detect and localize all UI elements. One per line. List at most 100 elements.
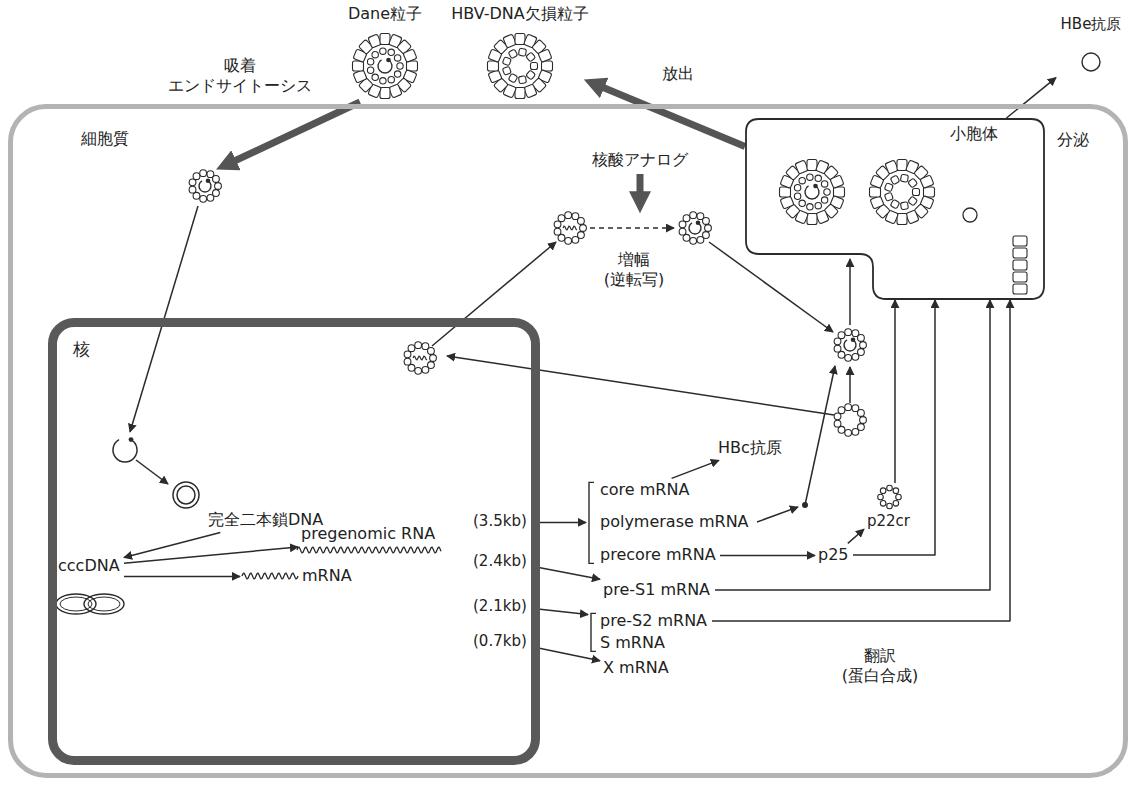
capsid-subunit [852,405,859,412]
capsid-subunit [858,424,865,431]
capsid-subunit [834,338,841,345]
virus-particle: Dane粒子 [335,4,435,102]
capsid-subunit [422,343,429,350]
nucleocapsid [834,329,866,362]
envelope-subunit [515,88,525,99]
er-outline-shape [745,118,1045,300]
envelope-subunit [407,61,418,71]
molecule-label: pregenomic RNA [298,522,440,558]
capsid-subunit [887,485,893,491]
bracket [589,482,594,563]
capsid-subunit [404,351,411,358]
capsid-subunit [397,63,403,69]
capsid-subunit [858,349,865,356]
connector [124,547,298,563]
envelope-subunit [890,175,900,185]
capsid-subunit [896,494,902,500]
connector [712,300,1010,621]
hbs-particle [1013,248,1027,258]
capsid-subunit [193,173,200,180]
envelope-subunit [816,210,829,224]
capsid-subunit [207,194,214,201]
capsid-subunit [858,335,865,342]
envelope-subunit [780,187,791,197]
envelope-subunit [780,196,794,209]
capsid-subunit [852,330,859,337]
node-text: polymerase mRNA [600,512,749,531]
molecule-label: HBc抗原 [715,436,786,460]
polymerase-dot [386,58,391,63]
er-outline-path [746,119,1044,299]
envelope-subunit [908,196,918,206]
relaxed-dna [113,440,137,462]
envelope-subunit [353,61,364,71]
thick-arrow [228,102,360,164]
nucleocapsid [679,212,711,245]
connector [672,460,719,478]
ccc-dna [88,597,120,611]
capsid-subunit [860,417,867,424]
capsid-subunit [893,501,899,507]
node-text: core mRNA [600,480,689,499]
envelope-subunit [897,214,907,225]
capsid-subunit [408,345,415,352]
capsid-subunit [580,225,587,232]
envelope-subunit [834,187,845,197]
nucleocapsid [404,342,436,375]
molecule-label: mRNA [240,564,356,588]
molecule-label: pre-S2 mRNA [588,609,712,633]
capsid-subunit [394,71,400,77]
envelope-subunit [368,34,381,48]
capsid-subunit [880,501,886,507]
molecule-label: (2.1kb) [470,594,531,616]
nucleocapsid [554,212,586,245]
hbs-particle [1013,284,1027,294]
capsid-subunit [415,367,422,374]
envelope-subunit [502,57,511,66]
node-text: 細胞質 [81,129,129,148]
hbs-particle [1013,236,1027,246]
capsid-subunit [430,355,437,362]
annotation-box: 核酸アナログ [592,150,688,170]
thin-arrow [849,259,851,325]
node-text: 核 [73,339,90,359]
annotation-box: 増幅 (逆転写) [592,250,676,290]
capsid-subunit [824,189,830,195]
envelope-subunit [542,61,553,71]
capsid-subunit [422,366,429,373]
capsid-subunit [683,215,690,222]
viral-envelope [353,34,418,99]
capsid-subunit [878,494,884,500]
capsid-subunit [578,232,585,239]
thin-arrow [849,367,851,403]
ccc-dna [84,594,124,614]
capsid-subunit [807,204,813,210]
capsid-subunit [372,51,378,57]
nucleocapsid [878,485,902,509]
capsid-subunit [215,183,222,190]
capsid-subunit [838,351,845,358]
capsid-subunit [200,170,207,177]
capsid-subunit [554,221,561,228]
molecule-label: core mRNA [586,478,694,502]
connector [715,300,990,590]
capsid-subunit [572,236,579,243]
viral-envelope [870,160,935,225]
rna-wave [242,573,298,579]
capsid-subunit [845,429,852,436]
capsid-subunit [388,49,394,55]
node-text: pregenomic RNA [301,524,435,543]
rna-wave [297,547,441,553]
envelope-subunit [518,76,526,84]
edge-label: 分泌 [1055,130,1091,150]
capsid-subunit [703,218,710,225]
envelope-subunit [403,49,417,62]
annotation-text: 増幅 (逆転写) [592,250,676,290]
nucleocapsid [794,174,830,210]
capsid-subunit [845,404,852,411]
node-text: (2.1kb) [473,597,527,615]
envelope-subunit [884,192,893,201]
envelope-subunit [503,34,516,48]
envelope-subunit [518,48,526,56]
